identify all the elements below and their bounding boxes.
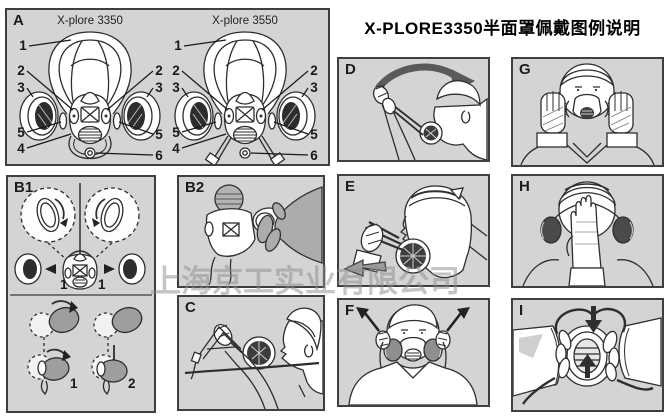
- callout-number: 1: [19, 38, 27, 53]
- panel-g-label: G: [519, 61, 531, 78]
- panel-f-label: F: [345, 302, 355, 319]
- callout-number: 6: [155, 148, 163, 163]
- panel-b2-illustration: [204, 184, 323, 286]
- callout-number: 5: [155, 127, 163, 142]
- pull-strap-arrow: [343, 258, 387, 277]
- panel-i-illustration: [513, 306, 662, 405]
- panel-f: F: [337, 298, 490, 407]
- panel-a: A: [5, 8, 330, 166]
- panel-d-illustration: [372, 63, 488, 160]
- panel-a-label: A: [13, 12, 24, 29]
- callout-number: 3: [172, 80, 180, 95]
- panel-c: C: [177, 295, 325, 411]
- panel-h-label: H: [519, 178, 530, 195]
- panel-g-illustration: [520, 63, 655, 165]
- callout-number: 5: [17, 125, 25, 140]
- callout-number: 4: [172, 141, 180, 156]
- panel-d: D: [337, 57, 490, 162]
- panel-e-illustration: [343, 185, 488, 279]
- panel-e: E: [337, 174, 490, 287]
- callout-number: 3: [155, 80, 163, 95]
- mask-name-left: X-plore 3350: [57, 15, 123, 27]
- callout-number: 2: [172, 63, 180, 78]
- callout-number: 1: [174, 38, 182, 53]
- mask-3350-drawing: X-plore 3350 1 2 2 3 3 5 4 5 6: [17, 15, 163, 163]
- panel-e-label: E: [345, 178, 356, 195]
- step-number: 1: [60, 277, 68, 292]
- panel-h: H: [511, 174, 664, 288]
- panel-g: G: [511, 57, 664, 167]
- callout-number: 5: [310, 127, 318, 142]
- page-title: X-PLORE3350半面罩佩戴图例说明: [364, 19, 641, 38]
- panel-f-illustration: [348, 304, 478, 405]
- callout-number: 2: [155, 63, 163, 78]
- panel-b2: B2: [177, 175, 325, 288]
- valve-check-arrow-up: [579, 354, 596, 378]
- step-number: 1: [70, 376, 78, 391]
- panel-c-illustration: [184, 307, 323, 409]
- callout-number: 3: [17, 80, 25, 95]
- panel-b2-label: B2: [185, 179, 205, 196]
- panel-i: I: [511, 298, 664, 412]
- callout-number: 3: [310, 80, 318, 95]
- valve-check-arrow-down: [585, 306, 602, 333]
- callout-number: 2: [17, 63, 25, 78]
- panel-d-label: D: [345, 61, 356, 78]
- panel-b1: B1: [6, 175, 156, 413]
- tighten-strap-arrow-right: [457, 307, 470, 319]
- tighten-strap-arrow-left: [356, 307, 369, 319]
- panel-b1-illustration: 1 1 1 2: [10, 183, 152, 396]
- panel-h-illustration: [522, 181, 654, 286]
- panel-c-label: C: [185, 299, 196, 316]
- step-number: 2: [128, 376, 136, 391]
- callout-number: 6: [310, 148, 318, 163]
- panel-b1-label: B1: [14, 179, 34, 196]
- mask-3550-drawing: X-plore 3550 1 2 2 3 3 5 4 5 6: [172, 15, 318, 164]
- mask-name-right: X-plore 3550: [212, 15, 278, 27]
- panel-i-label: I: [519, 302, 524, 319]
- panel-a-illustration: X-plore 3350 1 2 2 3 3 5 4 5 6: [17, 15, 318, 164]
- callout-number: 2: [310, 63, 318, 78]
- callout-number: 5: [172, 125, 180, 140]
- step-number: 1: [98, 277, 106, 292]
- callout-number: 4: [17, 141, 25, 156]
